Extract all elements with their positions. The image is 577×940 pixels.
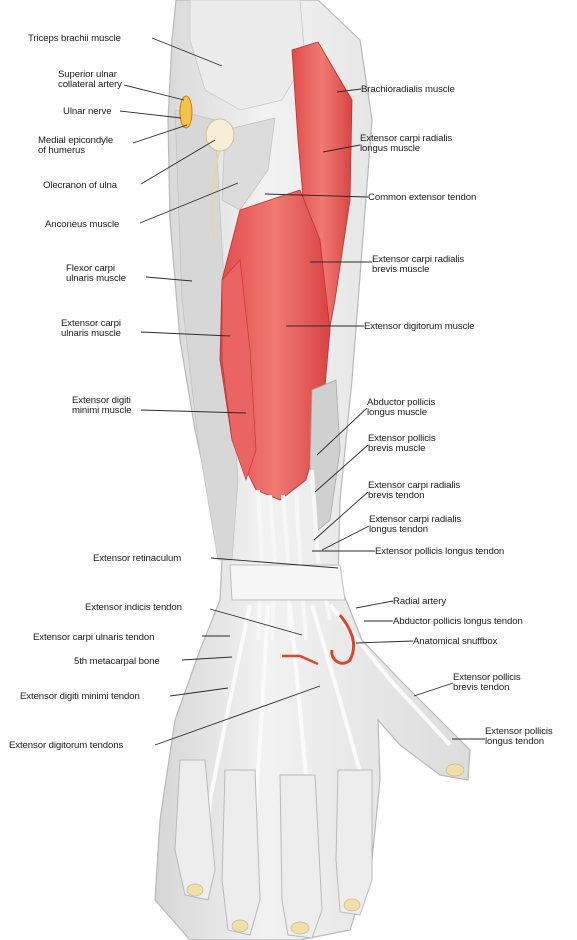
label-superior-ulnar-artery: Superior ulnar collateral artery bbox=[58, 69, 122, 90]
label-ulnar-nerve: Ulnar nerve bbox=[63, 106, 112, 117]
label-triceps: Triceps brachii muscle bbox=[28, 33, 121, 44]
label-ecrb: Extensor carpi radialis brevis muscle bbox=[372, 254, 467, 275]
label-epb: Extensor pollicis brevis muscle bbox=[368, 433, 438, 454]
label-anconeus: Anconeus muscle bbox=[45, 219, 119, 230]
label-epb-tendon: Extensor pollicis brevis tendon bbox=[453, 672, 523, 693]
label-ecrb-tendon: Extensor carpi radialis brevis tendon bbox=[368, 480, 463, 501]
label-retinaculum: Extensor retinaculum bbox=[93, 553, 181, 564]
label-common-extensor: Common extensor tendon bbox=[368, 192, 476, 203]
olecranon-bone bbox=[206, 119, 234, 151]
label-edm-tendon: Extensor digiti minimi tendon bbox=[20, 691, 140, 702]
label-ecrl-tendon: Extensor carpi radialis longus tendon bbox=[369, 514, 464, 535]
label-indicis-tendon: Extensor indicis tendon bbox=[85, 602, 182, 613]
retinaculum-band bbox=[230, 565, 345, 600]
label-ecu: Extensor carpi ulnaris muscle bbox=[61, 318, 124, 339]
label-ecu-tendon: Extensor carpi ulnaris tendon bbox=[33, 632, 154, 643]
label-fcu: Flexor carpi ulnaris muscle bbox=[66, 263, 126, 284]
label-medial-epicondyle: Medial epicondyle of humerus bbox=[38, 135, 116, 156]
label-radial-artery: Radial artery bbox=[393, 596, 446, 607]
label-apl-tendon: Abductor pollicis longus tendon bbox=[393, 616, 523, 627]
label-brachioradialis: Brachioradialis muscle bbox=[361, 84, 455, 95]
label-edm: Extensor digiti minimi muscle bbox=[72, 395, 133, 416]
label-ed-muscle: Extensor digitorum muscle bbox=[364, 321, 475, 332]
label-fifth-metacarpal: 5th metacarpal bone bbox=[74, 656, 160, 667]
label-epl-tendon-hand: Extensor pollicis longus tendon bbox=[485, 726, 555, 747]
label-ecrl: Extensor carpi radialis longus muscle bbox=[360, 133, 455, 154]
label-epl-tendon: Extensor pollicis longus tendon bbox=[375, 546, 504, 557]
medial-epicondyle-bone bbox=[180, 96, 192, 128]
label-ed-tendons: Extensor digitorum tendons bbox=[9, 740, 123, 751]
label-apl: Abductor pollicis longus muscle bbox=[367, 397, 438, 418]
label-snuffbox: Anatomical snuffbox bbox=[413, 636, 498, 647]
label-olecranon: Olecranon of ulna bbox=[43, 180, 118, 191]
